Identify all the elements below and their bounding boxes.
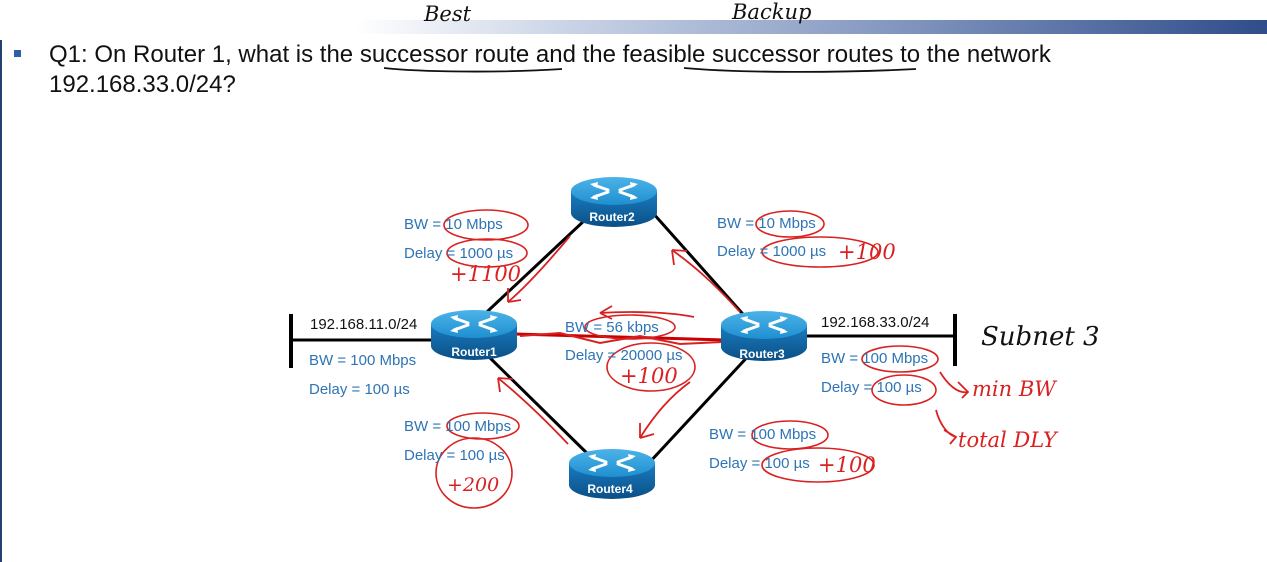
- left-accent-rule: [0, 40, 2, 562]
- r1-net-bw: BW = 100 Mbps: [309, 352, 417, 369]
- r3-net-delay-value: 100 µs: [876, 379, 922, 396]
- r1-r2-bw-value: 10 Mbps: [445, 216, 503, 233]
- r2-r3-bw-value: 10 Mbps: [758, 215, 816, 232]
- router3-label: Router3: [739, 347, 785, 361]
- r4-r3-delay-value: 100 µs: [764, 455, 810, 472]
- successor-phrase: successor route: [359, 41, 530, 68]
- question-mid: and the: [535, 41, 616, 68]
- link-r1-r3: [514, 332, 726, 342]
- network-right-address: 192.168.33.0/24: [821, 314, 930, 331]
- network-left-address: 192.168.11.0/24: [310, 316, 418, 333]
- handwritten-plus-100-center: +100: [620, 364, 678, 388]
- handwritten-plus-200: +200: [447, 474, 500, 496]
- link-r1-r2: [472, 202, 604, 326]
- underline-feasible: [683, 67, 917, 73]
- r4-r3-bw-value: 100 Mbps: [750, 426, 817, 443]
- r1-r4-bw-label: BW = 100 Mbps: [404, 418, 512, 435]
- handwritten-subnet3: Subnet 3: [981, 322, 1100, 352]
- r1-r3-delay-label: Delay = 20000 µs: [565, 347, 683, 364]
- r1-r4-bw-value: 100 Mbps: [445, 418, 512, 435]
- r3-net-bw-label: BW = 100 Mbps: [821, 350, 929, 367]
- handwritten-total-dly: total DLY: [958, 428, 1057, 452]
- router4-label: Router4: [587, 482, 633, 496]
- red-circles: [435, 209, 939, 509]
- r1-r2-bw-label: BW = 10 Mbps: [404, 216, 503, 233]
- r4-r3-delay-label: Delay = 100 µs: [709, 455, 810, 472]
- link-r4-r3: [646, 350, 754, 466]
- handwritten-min-bw: min BW: [972, 377, 1056, 401]
- r3-net-bw-value: 100 Mbps: [862, 350, 929, 367]
- network-right-segment: [800, 314, 957, 366]
- title-bar-gradient: [0, 20, 1267, 34]
- handwritten-best: Best: [424, 2, 472, 26]
- handwritten-backup: Backup: [732, 0, 812, 24]
- handwritten-plus-100-r4: +100: [818, 453, 876, 477]
- r1-r3-delay-value: 20000 µs: [620, 347, 683, 364]
- r1-r2-delay-value: 1000 µs: [459, 245, 514, 262]
- question-prefix: Q1: On Router 1, what is the: [49, 41, 354, 68]
- question-text: Q1: On Router 1, what is the successor r…: [49, 40, 1229, 100]
- r1-r2-delay-label: Delay = 1000 µs: [404, 245, 514, 262]
- r1-r3-bw-value: 56 kbps: [606, 319, 659, 336]
- r4-r3-bw-label: BW = 100 Mbps: [709, 426, 817, 443]
- handwritten-plus-100-r3: +100: [838, 240, 896, 264]
- r3-net-delay-label: Delay = 100 µs: [821, 379, 922, 396]
- red-flow-arrows: [497, 235, 970, 445]
- question-line2: 192.168.33.0/24?: [49, 71, 236, 98]
- network-left-segment: [289, 314, 440, 368]
- handwritten-plus-1100: +1100: [450, 262, 522, 286]
- r1-r4-delay-label: Delay = 100 µs: [404, 447, 505, 464]
- router1-label: Router1: [451, 345, 497, 359]
- r1-r3-bw-label: BW = 56 kbps: [565, 319, 659, 336]
- r2-r3-bw-label: BW = 10 Mbps: [717, 215, 816, 232]
- r1-net-delay: Delay = 100 µs: [309, 381, 410, 398]
- r2-r3-delay-value: 1000 µs: [772, 243, 827, 260]
- router2-label: Router2: [589, 210, 635, 224]
- question-suffix: to the network: [900, 41, 1051, 68]
- underline-successor: [383, 67, 563, 73]
- feasible-phrase: feasible successor routes: [622, 41, 894, 68]
- link-r2-r3: [650, 211, 752, 323]
- r1-r4-delay-value: 100 µs: [459, 447, 505, 464]
- r2-r3-delay-label: Delay = 1000 µs: [717, 243, 827, 260]
- bullet-square-icon: [14, 50, 21, 57]
- link-r1-r4: [482, 350, 600, 466]
